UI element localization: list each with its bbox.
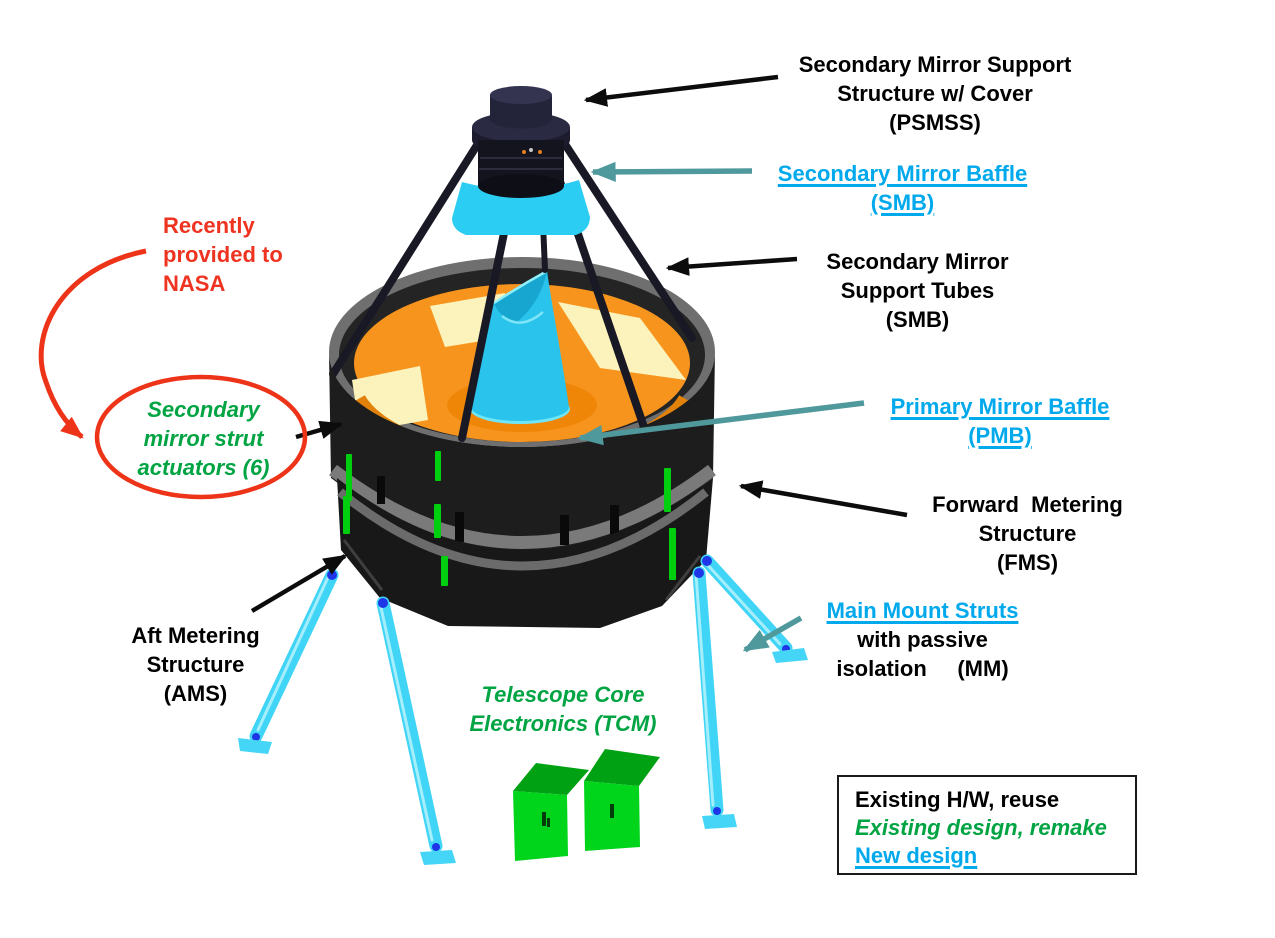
smb-arrow [590,161,753,182]
actuators-callout-ellipse [94,374,308,500]
label-smb: Secondary Mirror Baffle (SMB) [745,159,1060,217]
label-fms-line3: (FMS) [996,550,1059,575]
label-actuators-line3: actuators (6) [137,455,270,480]
label-support-tubes: Secondary Mirror Support Tubes (SMB) [795,247,1040,334]
primary-mirror-baffle-cone [470,269,570,424]
label-ams-line2: Structure [146,652,245,677]
label-pmb-line2: (PMB) [968,423,1032,448]
label-tcm-line2: Electronics (TCM) [469,711,657,736]
label-recently-line3: NASA [163,271,226,296]
label-pmb-line1: Primary Mirror Baffle [890,394,1110,419]
label-ams-line1: Aft Metering [131,623,260,648]
label-fms: Forward Metering Structure (FMS) [900,490,1155,577]
psmss-arrow [583,74,779,107]
legend-box: Existing H/W, reuse Existing design, rem… [837,775,1137,875]
legend-new-design: New design [855,843,978,868]
label-fms-line1: Forward Metering [932,492,1123,517]
fms-ring [329,464,716,549]
label-mm-title: Main Mount Struts [826,598,1019,623]
mm-arrow [742,615,803,653]
label-mm-line3: isolation (MM) [836,656,1009,681]
label-psmss: Secondary Mirror Support Structure w/ Co… [760,50,1110,137]
legend-existing-hw: Existing H/W, reuse [855,787,1060,812]
label-smb-line1: Secondary Mirror Baffle [777,161,1028,186]
label-mm-line2: with passive [857,627,988,652]
label-tcm: Telescope Core Electronics (TCM) [438,680,688,738]
label-recently-line1: Recently [163,213,255,238]
legend-existing-design: Existing design, remake [855,815,1107,840]
label-smb-line2: (SMB) [870,190,935,215]
label-psmss-line2: Structure w/ Cover [837,81,1033,106]
label-pmb: Primary Mirror Baffle (PMB) [850,392,1150,450]
label-support-tubes-line2: Support Tubes [840,278,995,303]
label-psmss-line3: (PSMSS) [889,110,981,135]
pmb-arrow [577,400,865,446]
ams-arrow [250,554,348,613]
green-strips [343,451,676,586]
strut-feet [238,648,808,865]
fms-arrow [738,480,908,518]
secondary-mirror-assembly [452,86,590,235]
label-tcm-line1: Telescope Core [481,682,645,707]
label-mm: Main Mount Struts with passive isolation… [770,596,1075,683]
label-ams-line3: (AMS) [163,681,228,706]
box-label-marks [542,804,614,827]
label-actuators-line2: mirror strut [143,426,264,451]
ams-base [337,478,713,628]
tcm-boxes [513,749,660,861]
recently-provided-curved-arrow [38,248,147,439]
support-tubes-arrow [665,256,798,276]
label-recently-provided: Recently provided to NASA [163,211,343,298]
label-strut-actuators: Secondary mirror strut actuators (6) [101,395,306,482]
secondary-mirror-baffle-skirt [452,180,590,235]
label-recently-line2: provided to [163,242,283,267]
label-ams: Aft Metering Structure (AMS) [103,621,288,708]
label-psmss-line1: Secondary Mirror Support [798,52,1072,77]
label-actuators-line1: Secondary [147,397,260,422]
label-support-tubes-line3: (SMB) [885,307,950,332]
label-fms-line2: Structure [978,521,1077,546]
label-support-tubes-line1: Secondary Mirror [826,249,1009,274]
